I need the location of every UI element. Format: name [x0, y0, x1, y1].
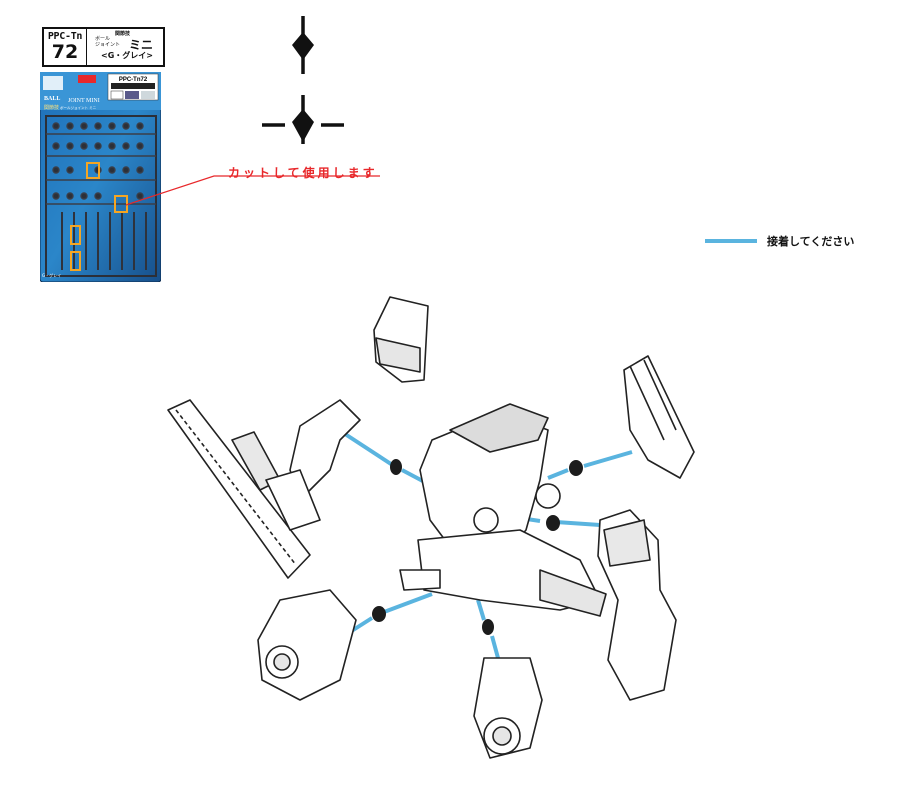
product-code-right: 関節技 ボール ジョイント ミニ <G・グレイ> — [87, 29, 163, 65]
legend: 接着してください — [705, 233, 854, 249]
highlight-box-3 — [70, 225, 81, 245]
package-kanji: 関節技 — [44, 104, 59, 111]
highlight-box-1 — [86, 162, 100, 179]
callout-leader — [125, 175, 380, 206]
highlight-box-2 — [114, 195, 128, 213]
part-missile-pod — [623, 355, 695, 479]
joint-markers — [372, 459, 583, 635]
product-number: 72 — [51, 41, 79, 63]
product-name-small: ボール ジョイント — [95, 36, 121, 48]
legend-swatch — [705, 239, 757, 243]
ball-joint-icon-single — [292, 16, 314, 74]
highlight-box-4 — [70, 251, 81, 271]
product-series: PPC-Tn — [47, 31, 83, 42]
package-subtitle: ボールジョイント ミニ — [60, 105, 97, 110]
ball-joint-icon-double — [262, 95, 344, 144]
package-title-1: BALL — [44, 96, 60, 102]
robot-parts — [167, 296, 695, 759]
product-category: 関節技 — [115, 31, 131, 37]
package-photo: PPC-Tn72 BALL JOINT MINI 関節技 ボールジョイント ミニ… — [40, 72, 161, 282]
product-name-big: ミニ — [129, 38, 154, 52]
product-code-left: PPC-Tn 72 — [44, 29, 87, 65]
legend-label: 接着してください — [767, 235, 855, 248]
package-color-tag: G・グレイ — [42, 272, 61, 278]
package-code: PPC-Tn72 — [119, 77, 148, 83]
package-title-2: JOINT MINI — [68, 98, 100, 104]
part-fist-left — [257, 589, 357, 701]
product-color: <G・グレイ> — [101, 51, 153, 60]
product-code-label: PPC-Tn 72 関節技 ボール ジョイント ミニ <G・グレイ> — [42, 27, 165, 67]
